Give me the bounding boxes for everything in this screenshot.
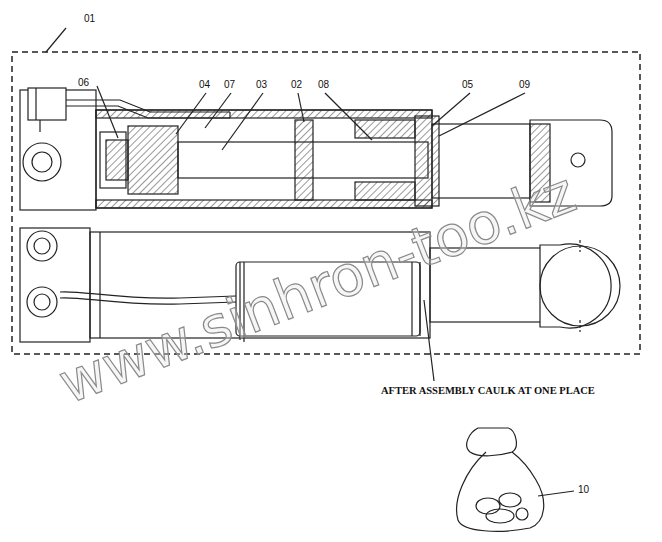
callout-number: 02 xyxy=(291,80,302,90)
callout-number: 06 xyxy=(78,78,89,88)
callout-number: 10 xyxy=(578,485,589,495)
callout-number: 01 xyxy=(84,14,95,24)
callout-number: 08 xyxy=(318,80,329,90)
callout-number: 04 xyxy=(199,80,210,90)
leader-line xyxy=(46,28,66,52)
callout-number: 07 xyxy=(224,80,235,90)
callout-number: 09 xyxy=(519,80,530,90)
callout-number: 05 xyxy=(462,80,473,90)
callout-number: 03 xyxy=(256,80,267,90)
assembly-note: AFTER ASSEMBLY CAULK AT ONE PLACE xyxy=(381,386,595,397)
